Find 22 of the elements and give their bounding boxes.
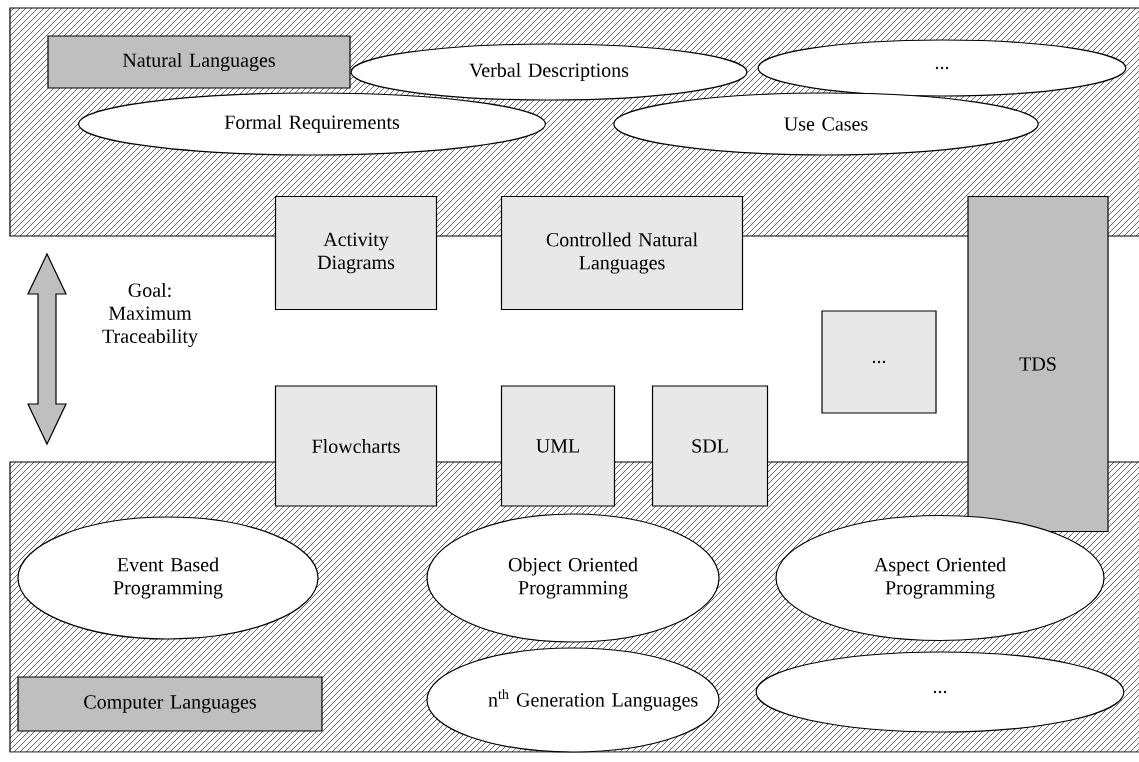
label-box: TDS (967, 195, 1109, 533)
method-box: ... (821, 310, 937, 414)
ellipse-node: Aspect Oriented Programming (775, 514, 1105, 642)
node-label: ... (935, 66, 949, 70)
ellipse-node: Use Cases (613, 92, 1039, 156)
ellipse-node: Event Based Programming (17, 516, 319, 640)
method-box: SDL (651, 385, 769, 507)
method-box: UML (500, 385, 616, 507)
ellipse-node: Verbal Descriptions (350, 43, 748, 101)
method-box: Controlled Natural Languages (500, 195, 744, 311)
label-box: Computer Languages (17, 676, 323, 732)
method-box: Flowcharts (274, 385, 438, 507)
ellipse-node: ... (755, 651, 1125, 733)
node-label: $\mathrm{n^{th}\ Generation\ Languages}$ (488, 689, 698, 711)
ellipse-node: $\mathrm{n^{th}\ Generation\ Languages}$ (426, 647, 720, 753)
node-label: ... (933, 690, 947, 694)
ellipse-node: ... (757, 39, 1127, 97)
goal-text: Goal: Maximum Traceability (102, 282, 198, 348)
label-box: Natural Languages (47, 35, 351, 89)
ellipse-node: Object Oriented Programming (426, 513, 720, 643)
ellipse-node: Formal Requirements (78, 92, 546, 156)
method-box: Activity Diagrams (274, 195, 438, 311)
